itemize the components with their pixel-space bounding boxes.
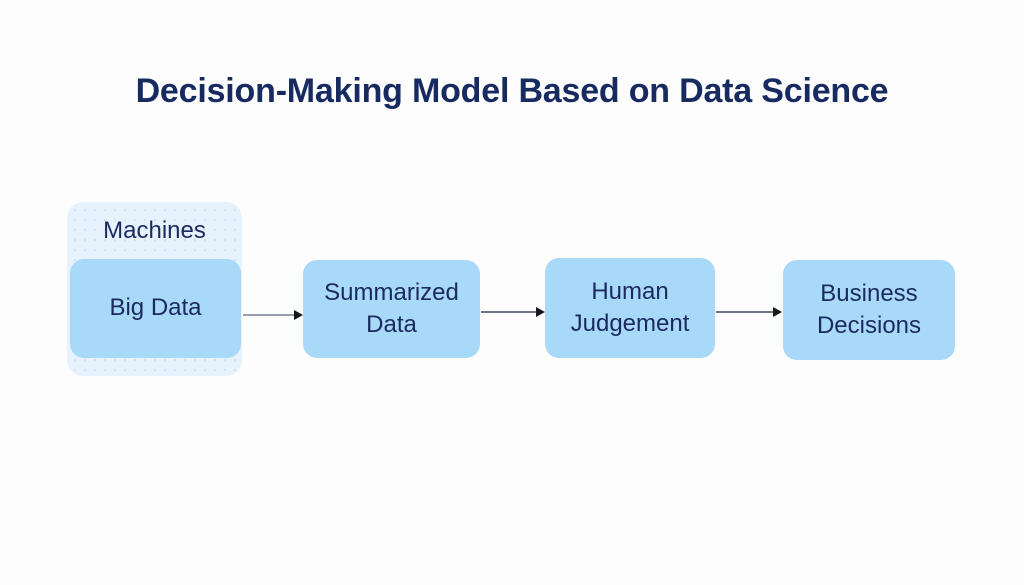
node-summarized-data-label: Summarized Data	[324, 278, 459, 338]
arrow-head-icon	[294, 310, 303, 320]
node-business-decisions-label: Business Decisions	[816, 279, 922, 339]
arrow-head-icon	[773, 307, 782, 317]
machines-group-label: Machines	[103, 216, 206, 244]
node-summarized-data: Summarized Data	[303, 260, 480, 358]
node-human-judgement-label: Human Judgement	[570, 277, 690, 337]
machines-group: Machines Big Data	[67, 202, 242, 376]
arrow-summarized-to-human	[481, 306, 545, 318]
arrow-line	[716, 311, 773, 313]
arrow-line	[243, 314, 294, 316]
node-big-data: Big Data	[70, 259, 241, 358]
arrow-line	[481, 311, 536, 313]
arrow-head-icon	[536, 307, 545, 317]
diagram-title: Decision-Making Model Based on Data Scie…	[135, 72, 889, 110]
arrow-big-data-to-summarized	[243, 309, 303, 321]
arrow-human-to-business	[716, 306, 782, 318]
node-human-judgement: Human Judgement	[545, 258, 715, 358]
node-business-decisions: Business Decisions	[783, 260, 955, 360]
node-big-data-label: Big Data	[109, 294, 202, 322]
